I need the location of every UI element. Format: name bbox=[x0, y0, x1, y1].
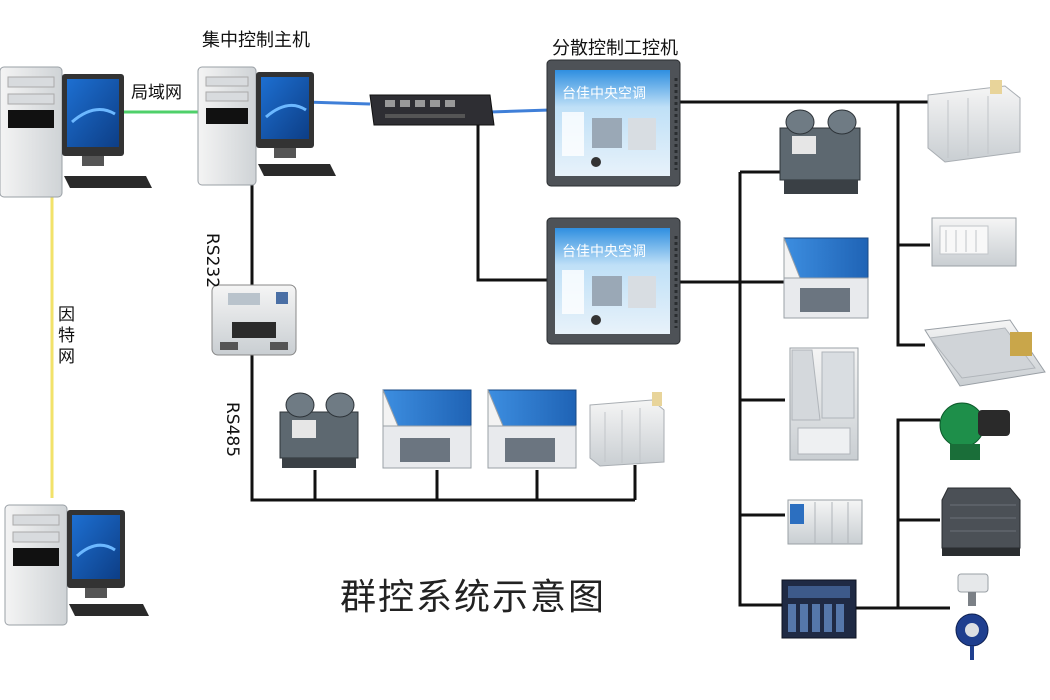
connections bbox=[50, 100, 950, 610]
fan-coil-unit bbox=[924, 319, 1046, 387]
air-cooled-chiller-bus-2 bbox=[487, 389, 577, 469]
screw-chiller-bus-1 bbox=[279, 392, 359, 468]
central-host-label: 集中控制主机 bbox=[202, 30, 310, 51]
serial-converter bbox=[211, 284, 297, 356]
computer-central-host bbox=[197, 66, 336, 186]
computer-lan-left bbox=[0, 66, 152, 198]
air-cooled-chiller-bus-1 bbox=[382, 389, 472, 469]
cabinet-air-handler bbox=[931, 217, 1017, 267]
network-switch bbox=[369, 94, 495, 126]
packaged-cabinet-unit bbox=[787, 499, 863, 545]
water-pump bbox=[939, 402, 1010, 460]
chiller-vertical-bus bbox=[738, 172, 785, 607]
ethernet-host-switch bbox=[304, 100, 371, 106]
screw-chiller-right bbox=[779, 109, 861, 194]
ipc1-screen-brand: 台佳中央空调 bbox=[562, 86, 646, 102]
rs485-bus bbox=[250, 355, 635, 502]
computer-internet-remote bbox=[4, 504, 149, 626]
distributed-ipc-label: 分散控制工控机 bbox=[552, 38, 678, 59]
ipc2-screen-brand: 台佳中央空调 bbox=[562, 244, 646, 260]
industrial-pc-1: 台佳中央空调 bbox=[546, 59, 681, 187]
cooling-tower bbox=[941, 487, 1021, 556]
air-handling-unit-right bbox=[927, 80, 1021, 163]
plc-controller bbox=[781, 579, 857, 639]
air-cooled-chiller-right bbox=[783, 237, 869, 319]
internet-label: 因特网 bbox=[58, 305, 75, 367]
air-handler-branch bbox=[896, 102, 925, 347]
rs485-label: RS485 bbox=[222, 402, 242, 458]
industrial-pc-2: 台佳中央空调 bbox=[546, 217, 681, 345]
plc-branch bbox=[855, 418, 940, 610]
air-handling-unit-bus bbox=[589, 392, 665, 467]
rs232-label: RS232 bbox=[202, 233, 222, 289]
switch-to-ipc2-line bbox=[476, 122, 552, 282]
modular-heat-pump-unit bbox=[789, 347, 859, 461]
diagram-title: 群控系统示意图 bbox=[340, 577, 607, 618]
butterfly-valve bbox=[955, 573, 989, 660]
lan-label: 局域网 bbox=[131, 83, 182, 103]
ethernet-switch-ipc bbox=[489, 108, 551, 114]
